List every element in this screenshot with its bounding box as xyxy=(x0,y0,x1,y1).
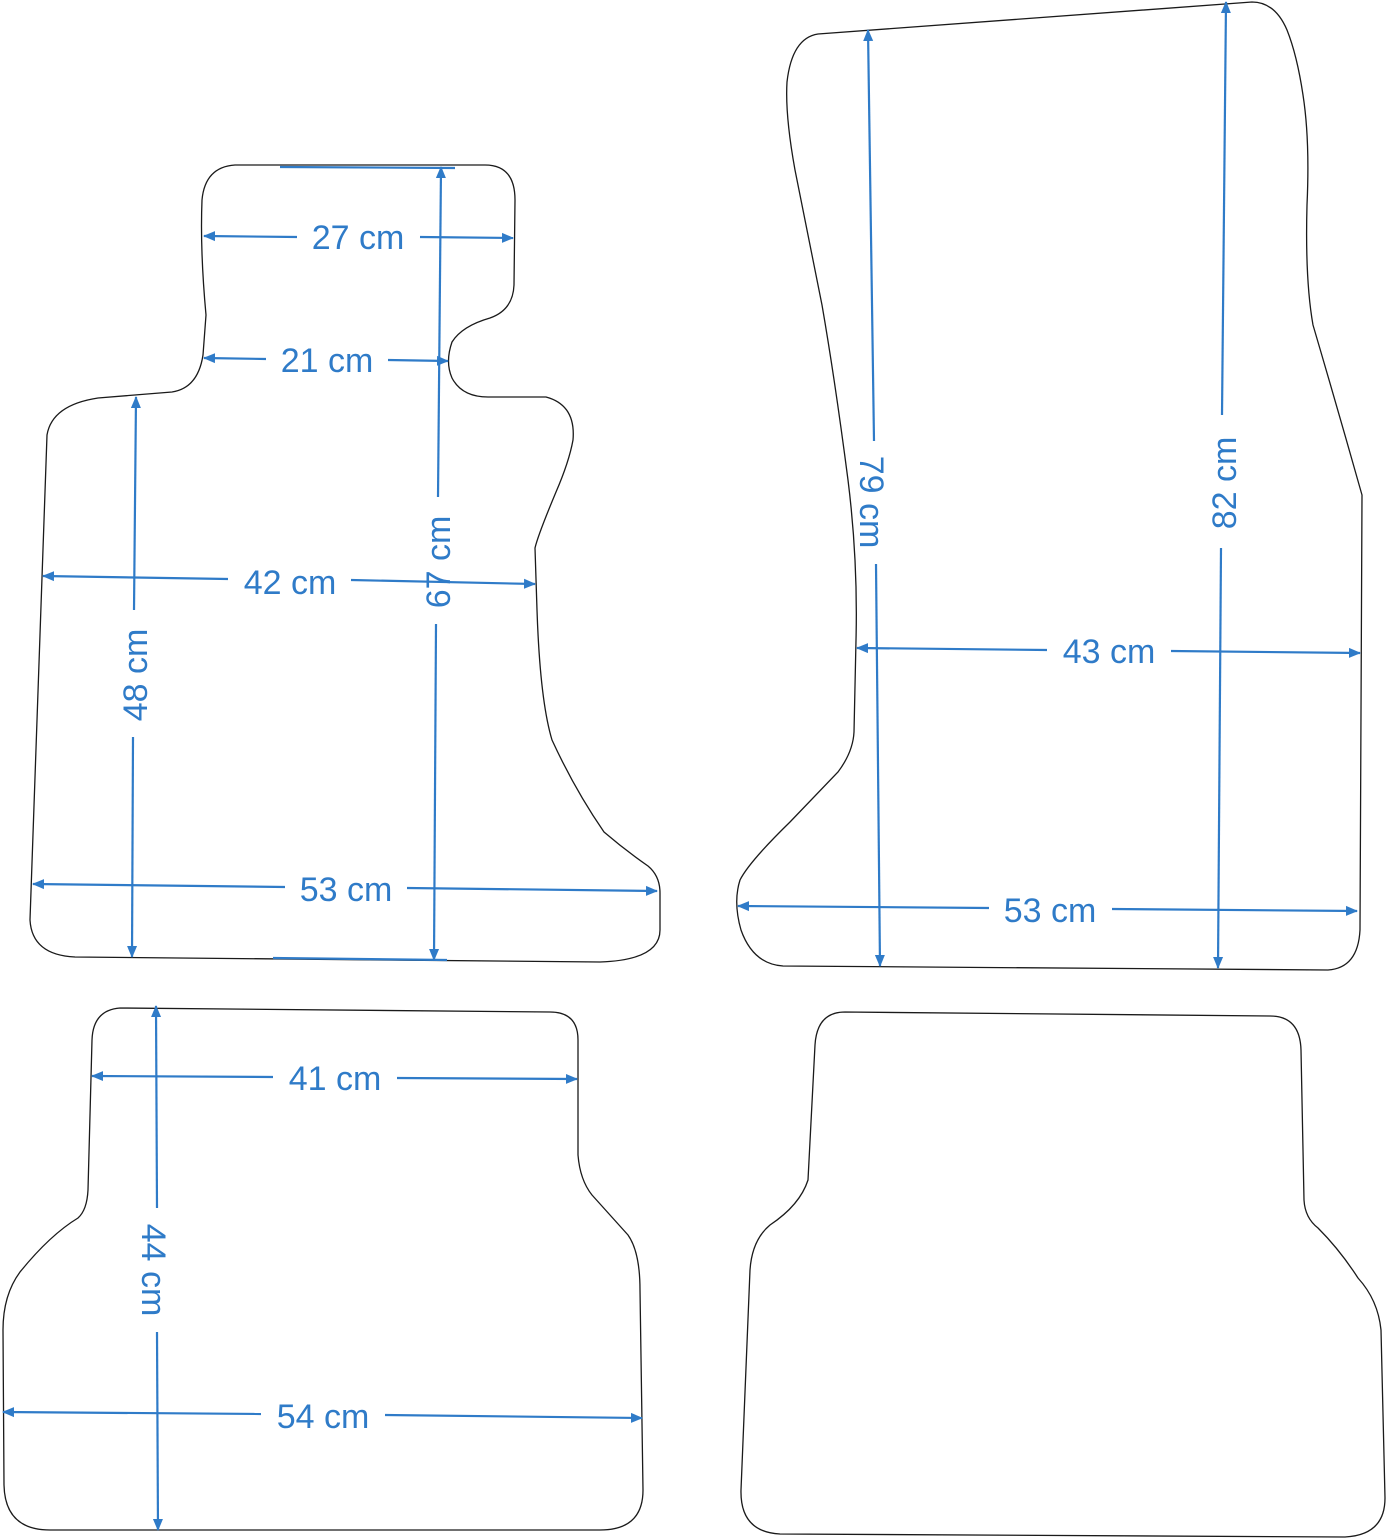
dim-label-42cm: 42 cm xyxy=(244,564,337,602)
dim-label-82cm: 82 cm xyxy=(1206,437,1244,530)
dim-neck-width: 21 cm xyxy=(203,342,449,380)
dim-bottom-width: 53 cm xyxy=(32,871,658,909)
rear-left-mat: 41 cm 44 cm 54 cm xyxy=(2,1005,644,1531)
dim-bottom-width: 54 cm xyxy=(2,1398,643,1436)
dim-bottom-width: 53 cm xyxy=(737,892,1358,930)
dim-label-53cm: 53 cm xyxy=(300,871,393,909)
dim-label-27cm: 27 cm xyxy=(312,219,405,257)
dim-top-width: 41 cm xyxy=(91,1060,578,1098)
front-left-mat: 27 cm 21 cm 42 cm 53 cm 67 cm 4 xyxy=(29,164,661,963)
rear-right-mat xyxy=(740,1011,1386,1538)
dim-total-length: 67 cm xyxy=(272,165,458,962)
dim-right-length: 82 cm xyxy=(1206,1,1244,969)
dim-mid-width: 42 cm xyxy=(42,564,536,602)
dim-label-79cm: 79 cm xyxy=(852,456,890,549)
dim-lower-length: 48 cm xyxy=(117,396,155,958)
rear-left-mat-outline xyxy=(2,1007,644,1531)
dim-label-41cm: 41 cm xyxy=(289,1060,382,1098)
dim-label-48cm: 48 cm xyxy=(117,629,155,722)
dim-label-53cm-right: 53 cm xyxy=(1004,892,1097,930)
front-left-mat-outline xyxy=(29,164,661,963)
dim-top-width: 27 cm xyxy=(203,219,514,257)
dim-mid-width: 43 cm xyxy=(856,633,1361,671)
dim-label-44cm: 44 cm xyxy=(134,1224,172,1317)
dim-label-67cm: 67 cm xyxy=(420,516,458,609)
rear-right-mat-outline xyxy=(740,1011,1386,1538)
front-right-mat-outline xyxy=(736,1,1363,971)
dim-length: 44 cm xyxy=(134,1005,172,1531)
dim-label-54cm: 54 cm xyxy=(277,1398,370,1436)
dim-left-length: 79 cm xyxy=(852,29,890,967)
dim-label-43cm: 43 cm xyxy=(1063,633,1156,671)
front-right-mat: 79 cm 82 cm 43 cm 53 cm xyxy=(736,1,1363,971)
dim-label-21cm: 21 cm xyxy=(281,342,374,380)
